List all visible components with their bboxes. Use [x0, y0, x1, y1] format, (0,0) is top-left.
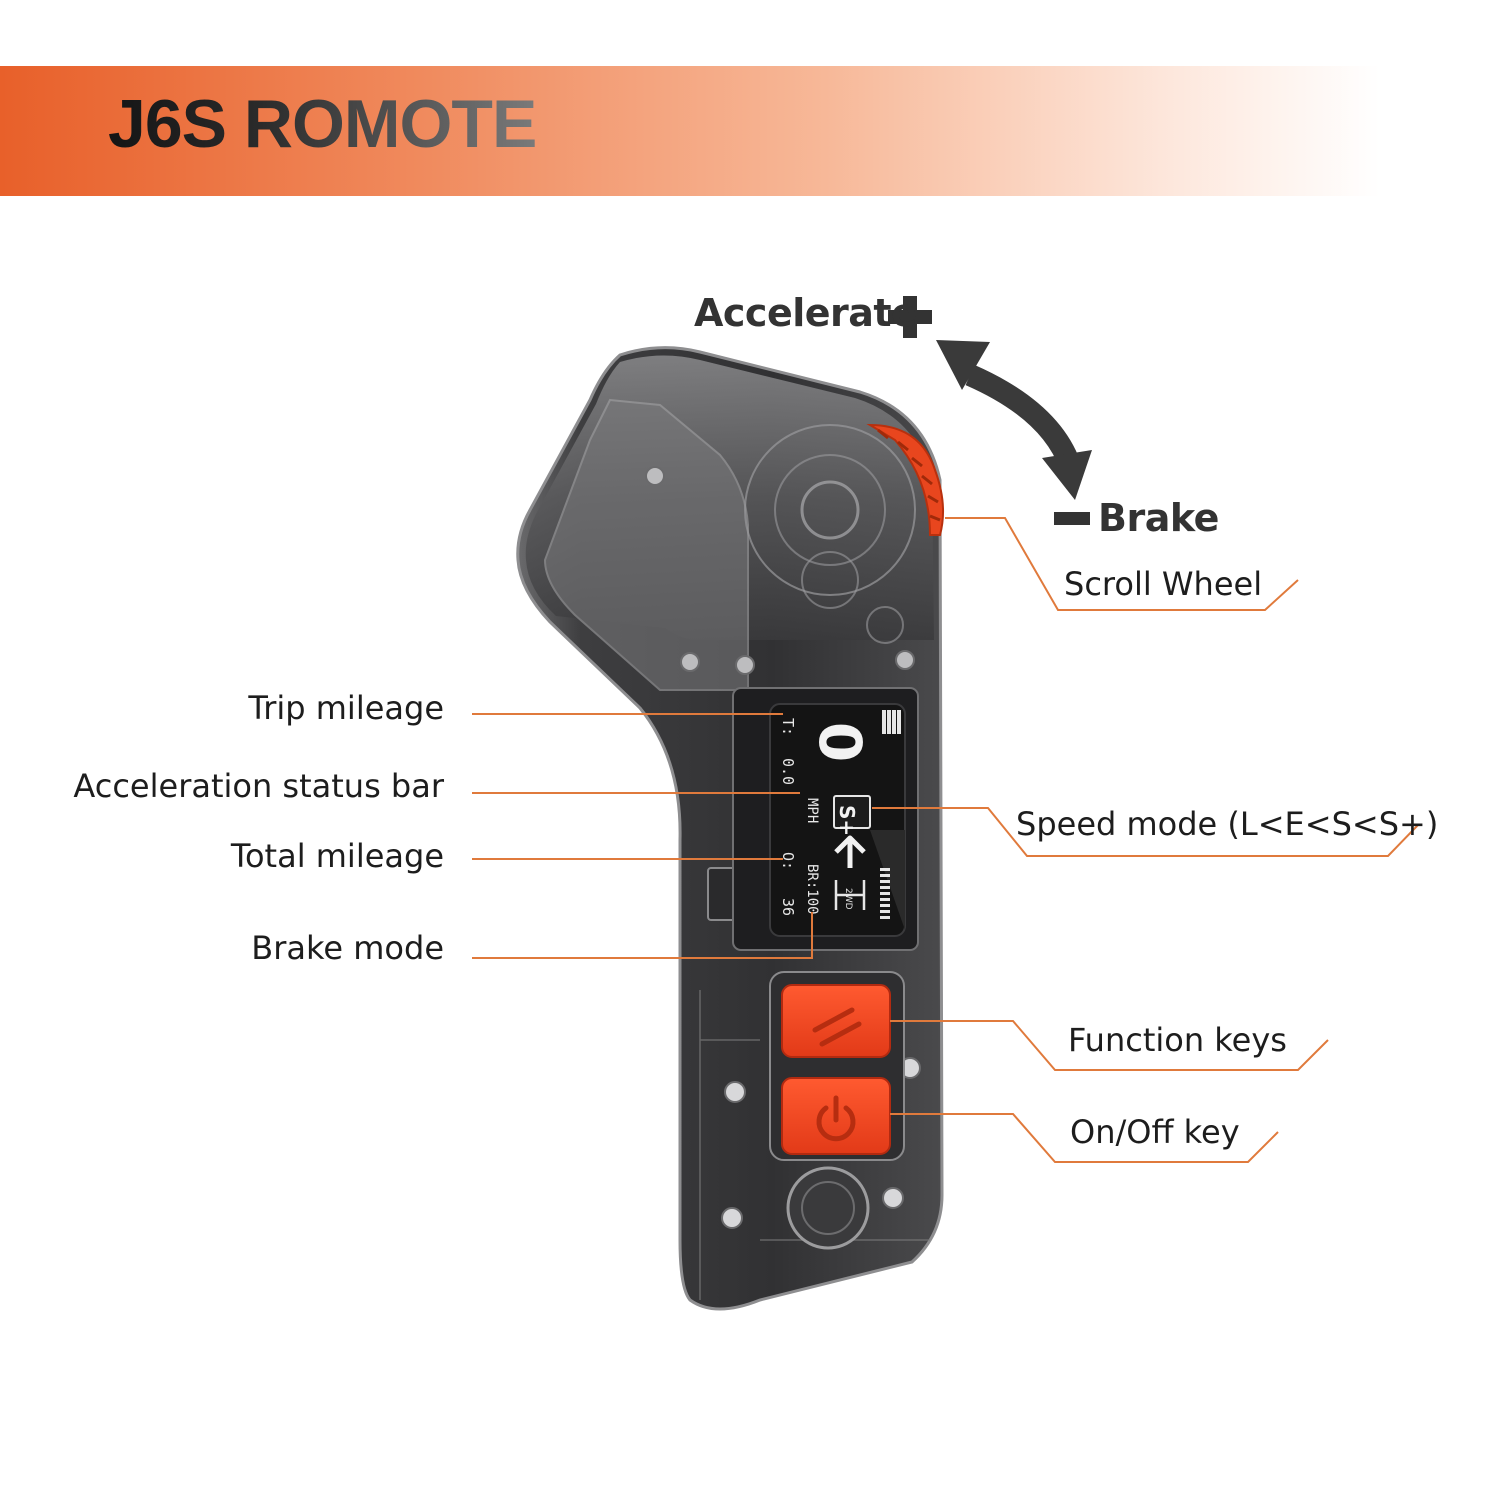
scroll-wheel-label: Scroll Wheel — [1064, 565, 1263, 603]
function-keys-label: Function keys — [1068, 1021, 1287, 1059]
drive-icon: 2WD — [834, 880, 866, 910]
speed-mode-box — [833, 795, 871, 829]
accelerate-label: Accelerate — [694, 291, 917, 335]
total-mileage-label: Total mileage — [230, 837, 444, 875]
unit-label: MPH — [804, 798, 820, 823]
lcd-screen: 0 T: 0.0 MPH S+ O: 36 BR:100 2WD — [769, 703, 906, 937]
power-icon — [816, 1095, 856, 1142]
double-arrow-icon — [936, 340, 1092, 500]
arrow-up-icon — [834, 835, 866, 868]
brake-mode-value: BR:100 — [804, 864, 820, 915]
remote-body — [516, 346, 944, 1311]
speed-mode-value: S+ — [835, 805, 859, 836]
page-title: J6S ROMOTE — [108, 86, 537, 162]
leader-lines — [472, 517, 1419, 1163]
trip-prefix: T: — [779, 718, 797, 736]
scroll-wheel[interactable] — [866, 423, 944, 536]
brake-label: Brake — [1098, 496, 1219, 540]
title-banner — [0, 66, 1500, 196]
speed-value: 0 — [806, 722, 874, 762]
plus-icon — [888, 296, 932, 338]
trip-mileage-label: Trip mileage — [248, 689, 444, 727]
gear-text: 2WD — [843, 888, 853, 910]
onoff-key[interactable] — [781, 1077, 891, 1155]
function-icon — [812, 1007, 862, 1047]
brake-mode-label: Brake mode — [251, 929, 444, 967]
total-prefix: O: — [779, 852, 797, 870]
trip-value: 0.0 — [779, 758, 797, 785]
function-key[interactable] — [781, 984, 891, 1058]
minus-icon — [1054, 512, 1090, 525]
total-value: 36 — [779, 898, 797, 916]
acceleration-status-bar-label: Acceleration status bar — [73, 767, 444, 805]
onoff-key-label: On/Off key — [1070, 1113, 1240, 1151]
speed-mode-label: Speed mode (L<E<S<S+) — [1016, 805, 1439, 843]
